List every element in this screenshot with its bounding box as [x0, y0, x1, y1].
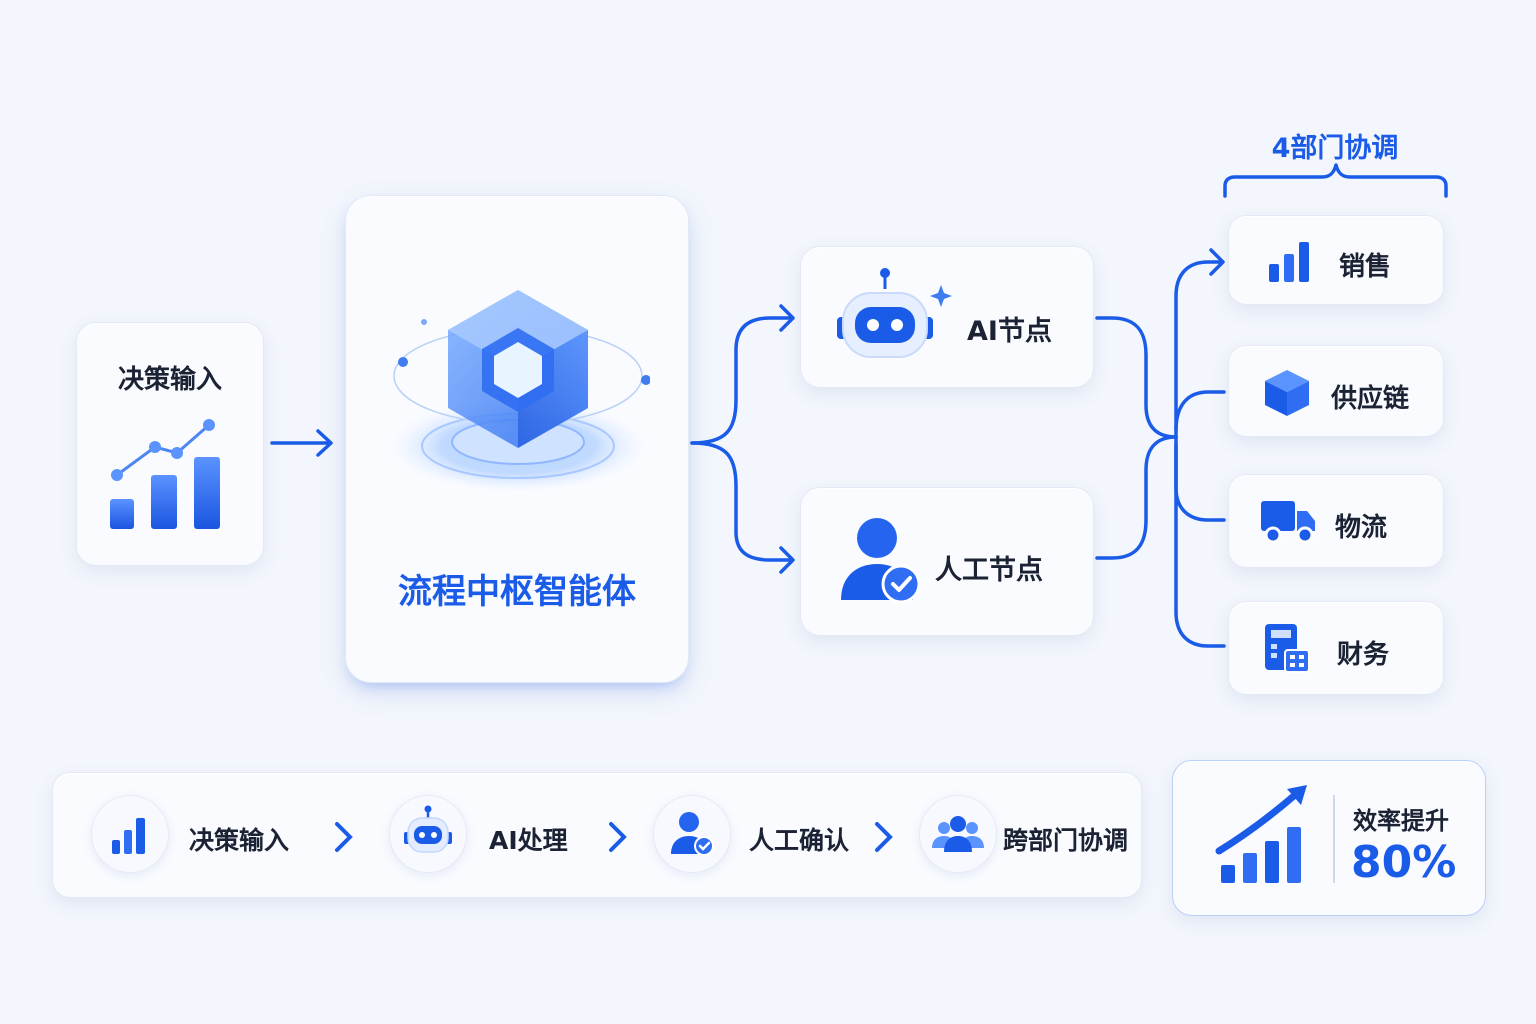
hub-title: 流程中枢智能体	[398, 572, 636, 612]
chevron-right-icon	[609, 822, 627, 852]
pipeline-step-decision-input-icon	[91, 795, 169, 873]
human-node-label: 人工节点	[935, 555, 1043, 586]
user-check-icon	[671, 812, 714, 856]
department-card-finance: 财务	[1228, 601, 1444, 695]
department-label-supply-chain: 供应链	[1331, 384, 1410, 414]
departments-bracket	[1223, 163, 1448, 198]
branch-to-logistics	[1174, 442, 1226, 522]
branch-to-sales	[1174, 260, 1224, 439]
team-icon	[932, 816, 984, 852]
pipeline-step-decision-input: 决策输入	[189, 826, 290, 855]
pipeline-step-ai-processing: AI处理	[489, 826, 568, 855]
department-label-logistics: 物流	[1335, 513, 1388, 543]
department-card-supply-chain: 供应链	[1228, 345, 1444, 437]
efficiency-label: 效率提升	[1353, 807, 1449, 835]
line-human-node-to-merge	[1095, 435, 1178, 560]
user-check-icon	[841, 518, 921, 604]
pipeline-step-ai-icon	[389, 795, 467, 873]
growth-chart-icon	[1215, 785, 1307, 883]
decision-input-card: 决策输入	[76, 322, 264, 566]
chevron-right-icon	[335, 822, 353, 852]
pipeline-step-team-icon	[919, 795, 997, 873]
line-ai-node-to-merge	[1095, 316, 1178, 439]
arrow-hub-to-human-node	[690, 441, 794, 562]
truck-icon	[1261, 501, 1315, 544]
pipeline-step-cross-department: 跨部门协调	[1003, 826, 1129, 855]
pipeline-step-human-confirm: 人工确认	[749, 826, 850, 855]
bar-chart-icon	[112, 818, 145, 854]
ai-node-label: AI节点	[967, 316, 1052, 347]
efficiency-divider	[1333, 795, 1335, 883]
robot-icon	[404, 805, 452, 853]
decision-input-label: 决策输入	[117, 365, 222, 395]
ai-cube-icon	[390, 290, 650, 492]
pipeline-step-human-icon	[653, 795, 731, 873]
process-hub-card: 流程中枢智能体	[345, 195, 689, 683]
calculator-icon	[1265, 624, 1310, 673]
department-card-logistics: 物流	[1228, 474, 1444, 568]
departments-header: 4部门协调	[1271, 133, 1399, 164]
pipeline-bar: 决策输入 AI处理 人工确认	[52, 772, 1142, 898]
department-label-finance: 财务	[1337, 640, 1390, 670]
robot-icon	[837, 268, 952, 358]
ai-node-card: AI节点	[800, 246, 1094, 388]
chevron-right-icon	[875, 822, 893, 852]
efficiency-value: 80%	[1351, 837, 1457, 888]
cube-icon	[1265, 370, 1309, 416]
human-node-card: 人工节点	[800, 487, 1094, 636]
trend-chart-icon	[110, 419, 220, 529]
bar-chart-icon	[1269, 242, 1309, 282]
department-label-sales: 销售	[1339, 252, 1392, 282]
branch-to-supply-chain	[1174, 390, 1226, 432]
department-card-sales: 销售	[1228, 215, 1444, 305]
efficiency-card: 效率提升 80%	[1172, 760, 1486, 916]
branch-to-logistics-finance	[1174, 435, 1226, 648]
arrow-hub-to-ai-node	[690, 316, 794, 445]
